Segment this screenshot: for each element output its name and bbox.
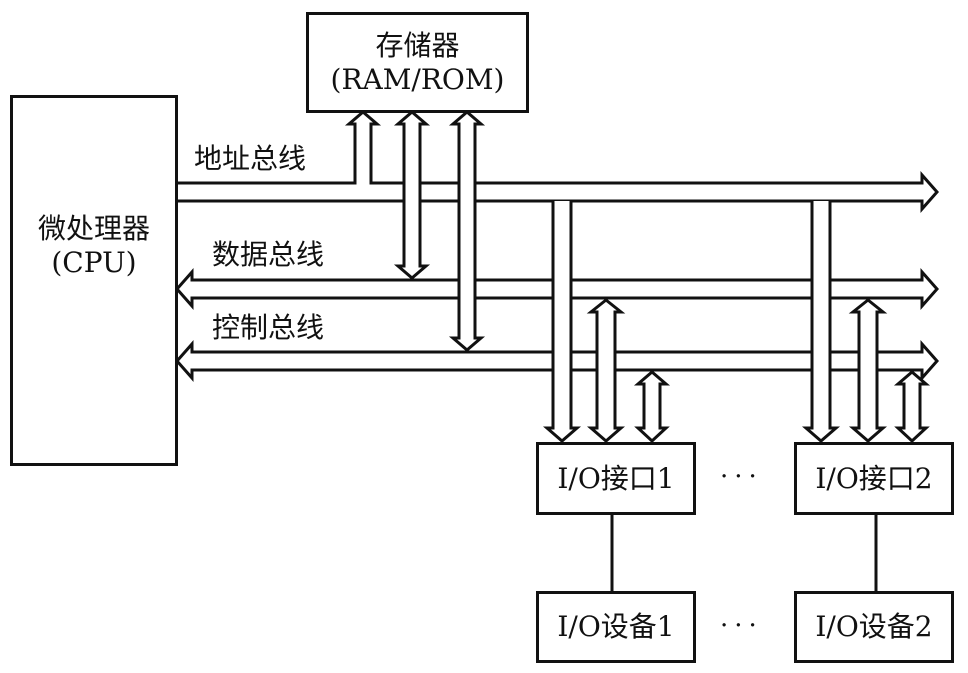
memory-data-link (393, 110, 431, 280)
io-interface-2-label: I/O接口2 (815, 461, 933, 495)
io-interface-ellipsis: ··· (720, 462, 763, 492)
memory-sublabel: (RAM/ROM) (330, 62, 505, 96)
io-interface-1-label: I/O接口1 (557, 461, 675, 495)
io-interface-2: I/O接口2 (794, 442, 954, 515)
io-interface-1: I/O接口1 (536, 442, 696, 515)
cpu-box: 微处理器 (CPU) (10, 95, 178, 466)
io-device-2: I/O设备2 (794, 591, 954, 663)
address-bus (177, 110, 940, 213)
control-bus-label: 控制总线 (212, 311, 325, 344)
io-device-ellipsis: ··· (720, 611, 763, 641)
address-bus-label: 地址总线 (194, 142, 307, 175)
cpu-sublabel: (CPU) (51, 245, 137, 279)
memory-control-link (448, 110, 486, 352)
memory-label: 存储器 (375, 28, 460, 62)
data-bus-label: 数据总线 (212, 238, 325, 271)
io-device-1-label: I/O设备1 (557, 610, 675, 644)
io-device-2-label: I/O设备2 (815, 610, 933, 644)
io2-control-link (893, 370, 931, 444)
io1-address-link (542, 201, 582, 443)
io1-control-link (633, 370, 671, 444)
cpu-label: 微处理器 (37, 211, 150, 245)
io2-data-link (848, 298, 888, 443)
io2-address-link (801, 201, 841, 443)
io-device-1: I/O设备1 (536, 591, 696, 663)
io1-data-link (586, 298, 626, 443)
memory-box: 存储器 (RAM/ROM) (306, 12, 529, 113)
